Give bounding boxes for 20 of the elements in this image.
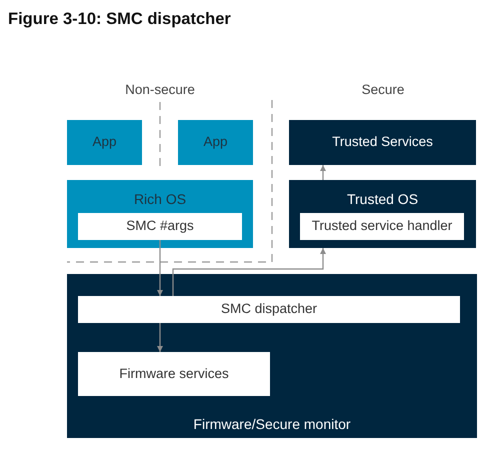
component-box: SMC dispatcher (78, 296, 460, 323)
arrow (320, 165, 326, 180)
arrow (157, 240, 163, 296)
figure-title: Figure 3-10: SMC dispatcher (8, 9, 231, 29)
panel-title: Trusted OS (346, 190, 418, 208)
region-label: Non-secure (125, 81, 195, 99)
panel-title: Rich OS (134, 190, 186, 208)
component-box: Firmware services (78, 352, 270, 396)
component-box: Trusted service handler (300, 213, 464, 240)
os-layer-panel (67, 180, 253, 248)
region-label: Secure (362, 81, 404, 99)
arrow (172, 248, 326, 296)
arrow (157, 323, 163, 352)
component-box: SMC #args (78, 213, 242, 240)
panel-title: Firmware/Secure monitor (193, 415, 351, 433)
service-box: Trusted Services (289, 120, 476, 165)
os-layer-panel (289, 180, 476, 248)
app-box: App (178, 120, 253, 165)
app-box: App (67, 120, 142, 165)
monitor-layer-panel (67, 274, 477, 438)
